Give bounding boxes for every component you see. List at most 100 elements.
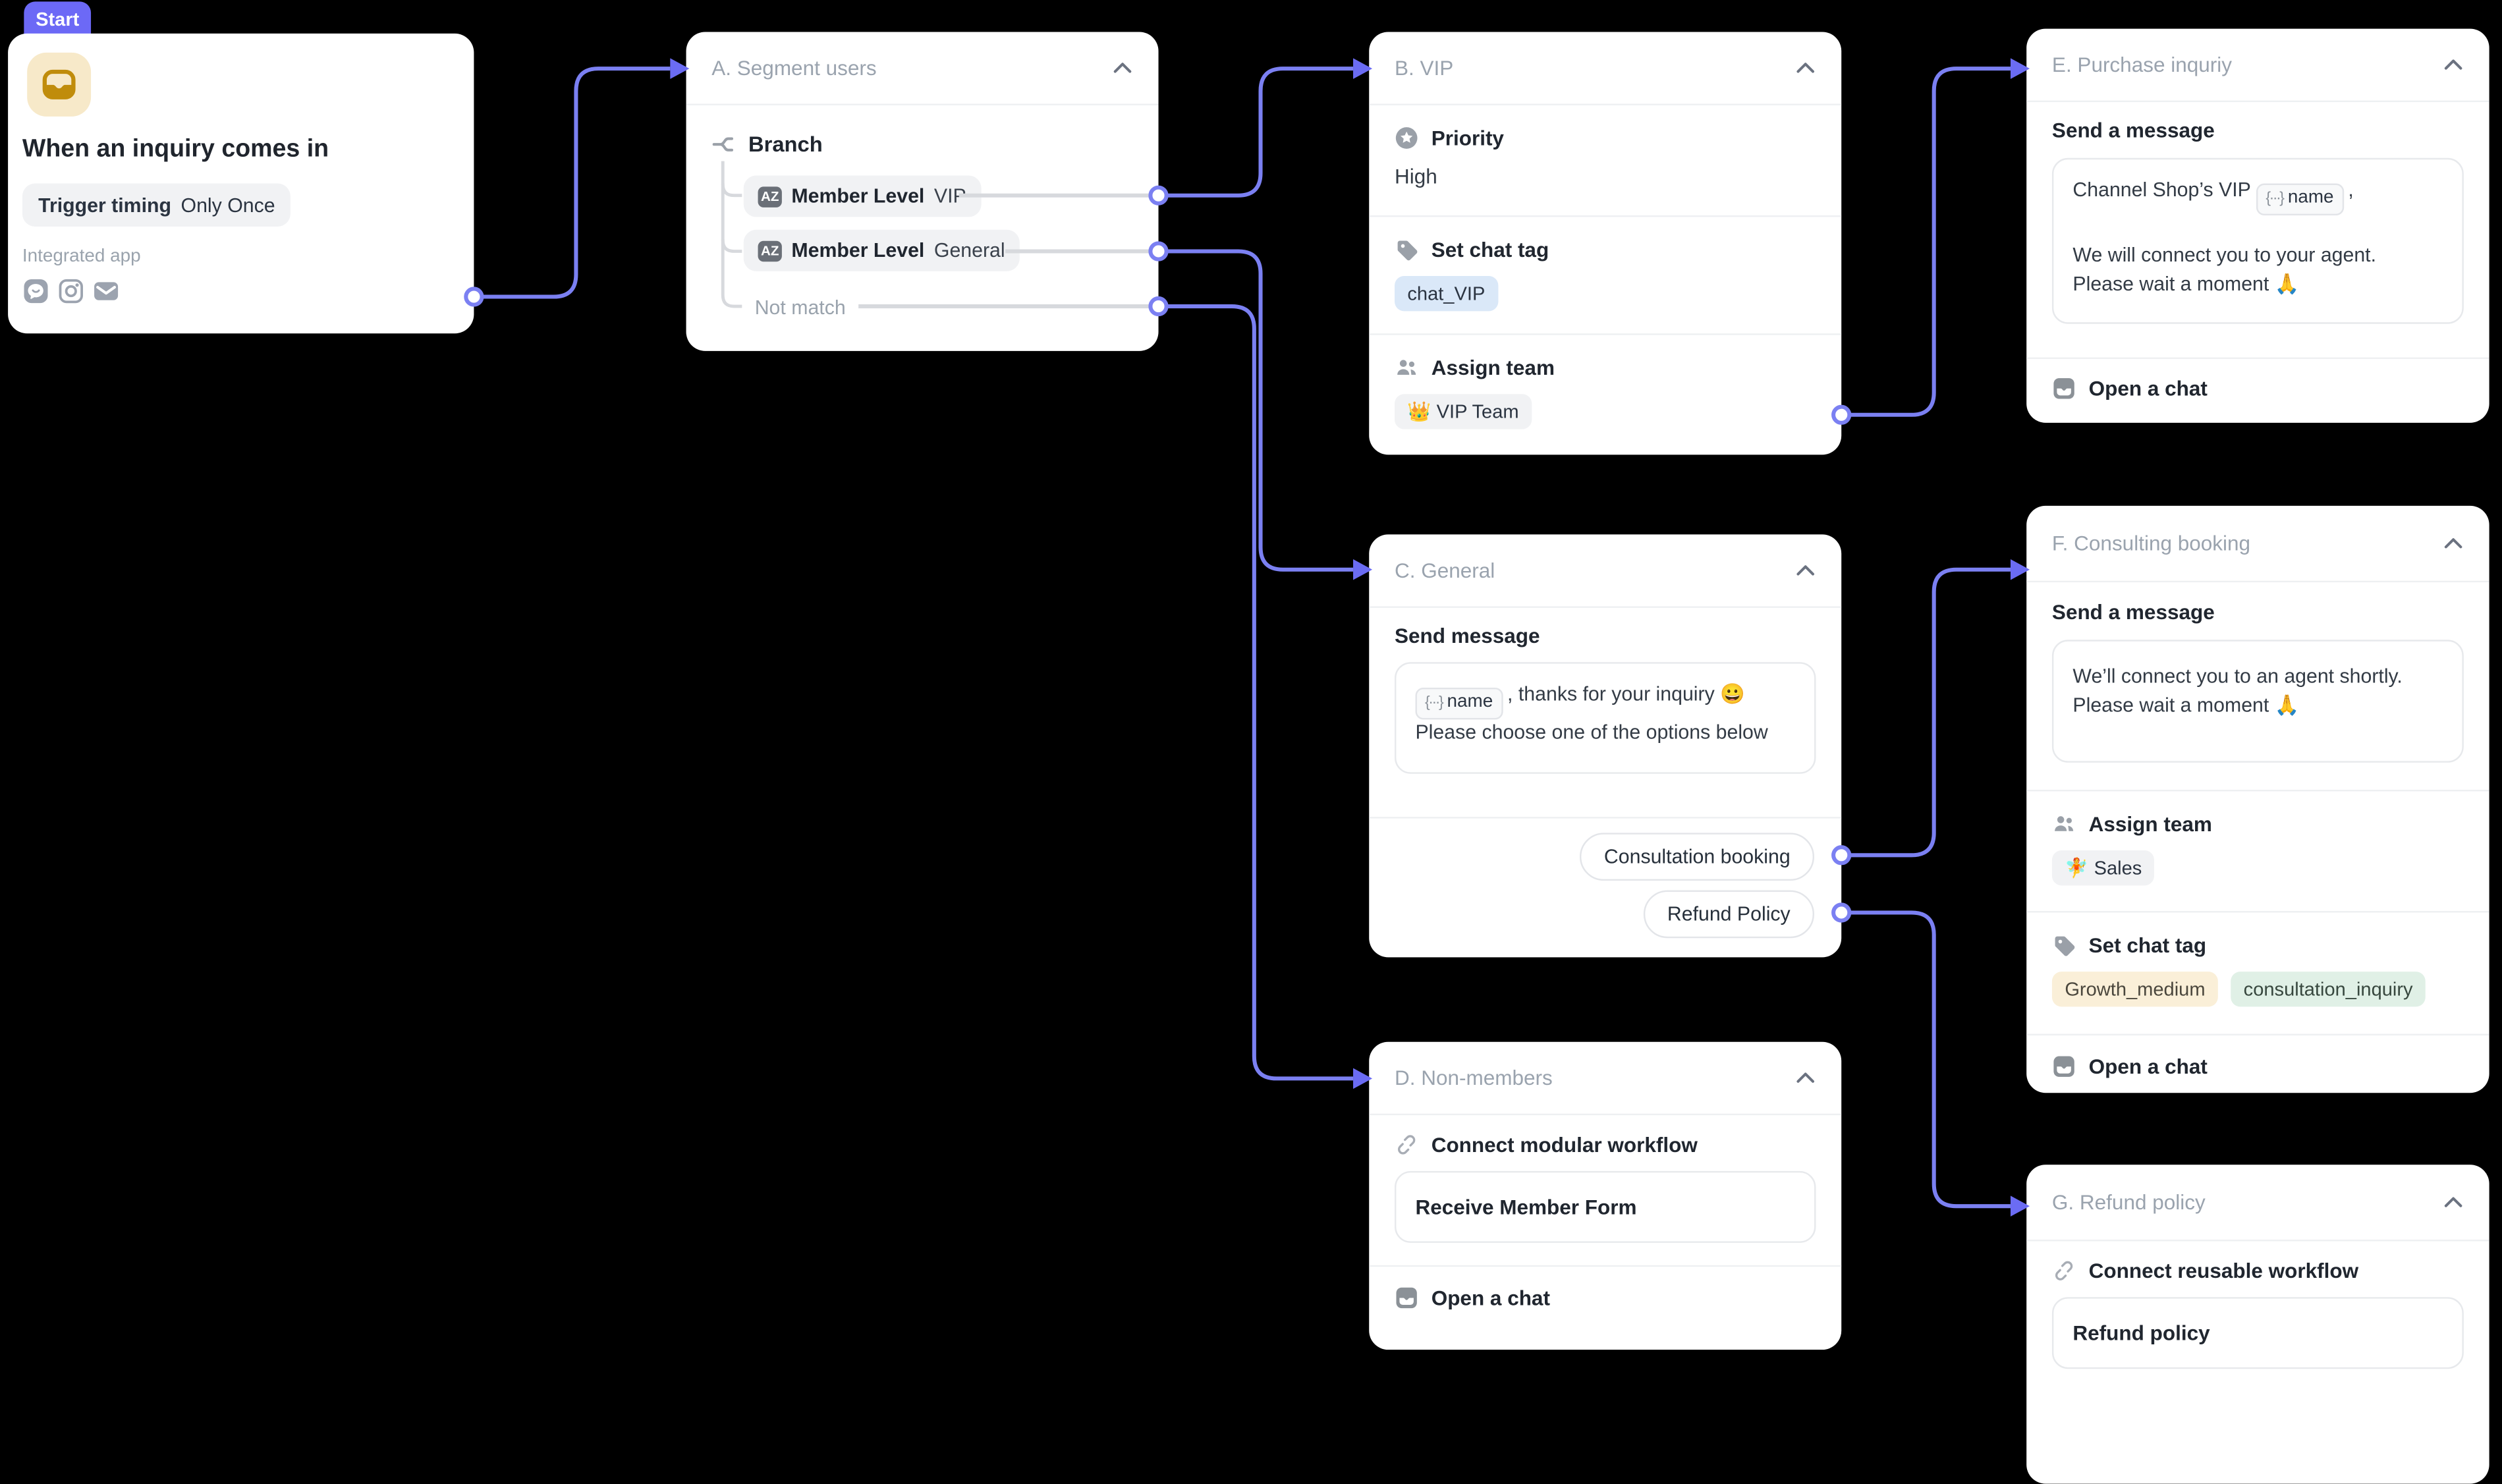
priority-value: High (1394, 164, 1437, 188)
open-chat-tray-icon (2053, 378, 2074, 399)
trigger-timing-pill[interactable]: Trigger timing Only Once (22, 183, 291, 227)
channeltalk-icon (24, 279, 48, 304)
assign-team-icon (1397, 360, 1416, 375)
node-card-a[interactable]: A. Segment users Branch AZ Member Level … (686, 32, 1159, 351)
message-line2: Please choose one of the options below (1415, 721, 1768, 744)
instagram-icon (59, 279, 83, 304)
edge-c-to-g (1841, 910, 2011, 1209)
chevron-up-icon[interactable] (1795, 563, 1816, 578)
branch-label: Branch (748, 132, 823, 157)
message-line1-prefix: Channel Shop’s VIP (2072, 179, 2251, 202)
edge-start-to-a (474, 67, 671, 299)
mail-icon (94, 282, 119, 300)
edge-c-to-f (1841, 567, 2011, 858)
quick-reply-button-refund[interactable]: Refund Policy (1643, 890, 1815, 939)
condition-field: Member Level (791, 184, 925, 207)
inbox-tray-icon (42, 69, 76, 99)
workflow-reference[interactable]: Refund policy (2051, 1297, 2464, 1369)
edge-a-vip-to-b (1158, 67, 1354, 198)
message-line1: , thanks for your inquiry 😀 (1507, 682, 1745, 705)
message-editor[interactable]: {···}name, thanks for your inquiry 😀 Ple… (1394, 662, 1816, 774)
message-line2: We will connect you to your agent. (2072, 244, 2377, 267)
open-chat-tray-icon (2053, 1056, 2074, 1077)
inquiry-trigger-icon (27, 52, 92, 117)
node-e-title: E. Purchase inquriy (2051, 52, 2233, 77)
node-card-g[interactable]: G. Refund policy Connect reusable workfl… (2026, 1165, 2489, 1484)
edge-b-to-e (1841, 67, 2011, 417)
chat-tag-pill[interactable]: Growth_medium (2051, 972, 2218, 1007)
variable-icon: {···} (1425, 694, 1444, 712)
send-message-label: Send a message (2051, 118, 2215, 142)
node-card-f[interactable]: F. Consulting booking Send a message We’… (2026, 505, 2489, 1093)
chat-tag-pill[interactable]: consultation_inquiry (2231, 972, 2426, 1007)
node-b-title: B. VIP (1394, 55, 1454, 80)
message-line2: Please wait a moment 🙏 (2072, 693, 2300, 716)
open-chat-tray-icon (1396, 1287, 1417, 1309)
open-chat-row[interactable]: Open a chat (2052, 1055, 2464, 1078)
condition-value: General (933, 239, 1005, 262)
node-g-title: G. Refund policy (2051, 1190, 2206, 1215)
start-node-title: When an inquiry comes in (22, 135, 329, 163)
open-chat-row[interactable]: Open a chat (2052, 377, 2208, 400)
chevron-up-icon[interactable] (1795, 61, 1816, 75)
message-line3: Please wait a moment 🙏 (2072, 272, 2300, 295)
team-pill[interactable]: 🧚 Sales (2051, 850, 2155, 886)
segment-az-icon: AZ (758, 186, 782, 207)
condition-field: Member Level (791, 239, 925, 262)
branch-icon (712, 137, 733, 151)
message-line1-suffix: , (2348, 179, 2354, 202)
open-chat-row[interactable]: Open a chat (1395, 1286, 1816, 1310)
segment-az-icon: AZ (758, 240, 782, 261)
chevron-up-icon[interactable] (2443, 57, 2463, 72)
variable-icon: {···} (2266, 190, 2285, 207)
set-chat-tag-label: Set chat tag (2088, 933, 2207, 958)
assign-team-label: Assign team (1431, 356, 1555, 380)
send-message-label: Send message (1394, 624, 1540, 648)
send-message-label: Send a message (2051, 599, 2215, 624)
quick-reply-button-consultation[interactable]: Consultation booking (1580, 833, 1815, 881)
variable-chip[interactable]: {···}name (2256, 182, 2344, 215)
set-chat-tag-label: Set chat tag (1431, 237, 1549, 262)
open-chat-label: Open a chat (2088, 376, 2208, 400)
workflow-reference[interactable]: Receive Member Form (1394, 1170, 1816, 1243)
chevron-up-icon[interactable] (1112, 61, 1132, 75)
condition-value: VIP (933, 184, 966, 207)
branch-not-match-label[interactable]: Not match (754, 296, 846, 319)
chevron-up-icon[interactable] (2443, 1195, 2463, 1209)
start-node-card[interactable]: When an inquiry comes in Trigger timing … (8, 33, 474, 334)
chevron-up-icon[interactable] (1795, 1070, 1816, 1085)
node-c-title: C. General (1394, 558, 1495, 583)
message-editor[interactable]: We’ll connect you to an agent shortly. P… (2051, 640, 2464, 763)
tag-icon (2055, 936, 2075, 956)
node-card-d[interactable]: D. Non-members Connect modular workflow … (1369, 1041, 1842, 1350)
link-icon (1398, 1135, 1416, 1155)
tag-icon (1397, 240, 1418, 261)
node-card-b[interactable]: B. VIP Priority High Set chat tag (1369, 32, 1842, 455)
edge-a-notmatch-to-d (1158, 304, 1354, 1081)
branch-condition-vip[interactable]: AZ Member Level VIP (743, 175, 981, 217)
chevron-up-icon[interactable] (2443, 536, 2463, 551)
trigger-timing-value: Only Once (181, 194, 275, 217)
open-chat-label: Open a chat (2088, 1055, 2208, 1079)
chat-tag-pill[interactable]: chat_VIP (1394, 276, 1498, 312)
node-card-c[interactable]: C. General Send message {···}name, thank… (1369, 534, 1842, 958)
message-line1: We’ll connect you to an agent shortly. (2072, 665, 2403, 688)
branch-condition-general[interactable]: AZ Member Level General (743, 229, 1020, 271)
edge-a-general-to-c (1158, 249, 1354, 572)
message-editor[interactable]: Channel Shop’s VIP {···}name, We will co… (2051, 157, 2464, 324)
open-chat-label: Open a chat (1431, 1286, 1550, 1310)
node-d-title: D. Non-members (1394, 1066, 1553, 1090)
variable-chip[interactable]: {···}name (1415, 687, 1503, 719)
node-f-title: F. Consulting booking (2051, 531, 2251, 555)
integrated-app-icons (22, 277, 120, 304)
trigger-timing-label: Trigger timing (38, 194, 172, 217)
priority-star-icon (1395, 127, 1418, 149)
node-card-e[interactable]: E. Purchase inquriy Send a message Chann… (2026, 28, 2489, 423)
connect-workflow-label: Connect modular workflow (1431, 1132, 1698, 1157)
assign-team-label: Assign team (2088, 811, 2212, 837)
integrated-app-label: Integrated app (22, 247, 141, 267)
node-a-title: A. Segment users (711, 55, 877, 80)
connect-workflow-label: Connect reusable workflow (2088, 1259, 2359, 1283)
team-pill[interactable]: 👑 VIP Team (1394, 394, 1532, 429)
